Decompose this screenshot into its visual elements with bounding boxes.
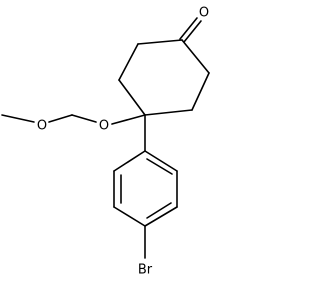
bond-c1-c2 xyxy=(181,39,210,74)
bond-c4-c5 xyxy=(118,79,146,116)
aryl-double-bond-b xyxy=(146,202,172,219)
bromophenyl-ring xyxy=(113,114,178,227)
aryl-double-bond-a xyxy=(146,158,173,175)
bond-c3-c4 xyxy=(144,109,193,116)
bromine-substituent: Br xyxy=(138,225,153,278)
bond-c2-c3 xyxy=(191,72,210,111)
chemical-structure: O O O Br xyxy=(1,6,210,278)
aryl-bond-4 xyxy=(113,206,146,227)
carbonyl-group: O xyxy=(179,6,209,43)
bond-c5-c6 xyxy=(118,43,139,81)
ether-oxygen-ring-label: O xyxy=(99,119,109,134)
aryl-bond-3 xyxy=(144,206,178,227)
bond-c4-o xyxy=(111,114,146,125)
bond-c6-c1 xyxy=(137,39,183,45)
bromine-label: Br xyxy=(138,263,153,278)
methoxymethoxy-group: O O xyxy=(1,114,146,134)
bond-ch2-o xyxy=(48,114,73,123)
aryl-bond-6 xyxy=(113,150,146,172)
carbonyl-double-bond-a xyxy=(179,17,198,40)
bond-o-ch2 xyxy=(71,114,97,123)
ether-oxygen-methyl-label: O xyxy=(37,119,47,134)
cyclohexanone-ring xyxy=(118,39,210,116)
ketone-oxygen-label: O xyxy=(199,6,209,21)
aryl-bond-1 xyxy=(144,150,178,172)
carbonyl-double-bond-b xyxy=(183,20,202,43)
bond-o-ch3 xyxy=(1,114,35,123)
